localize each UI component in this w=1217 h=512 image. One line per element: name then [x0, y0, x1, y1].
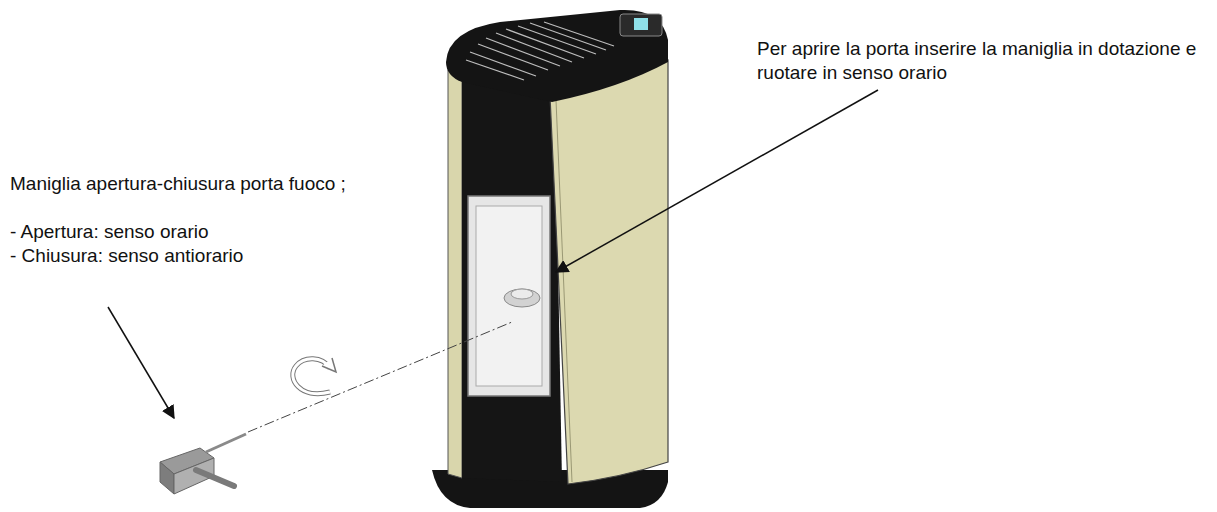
window-glass: [476, 206, 542, 386]
callout-text: Maniglia apertura-chiusura porta fuoco ;: [10, 172, 346, 196]
door-handle: [160, 434, 246, 494]
display: [634, 18, 648, 30]
fire-window: [468, 196, 550, 396]
callout-text: - Apertura: senso orario: [10, 220, 209, 244]
callout-text: - Chiusura: senso antiorario: [10, 244, 243, 268]
side-panel: [448, 70, 462, 478]
rotation-arrowhead: [322, 358, 336, 372]
callout-text: Per aprire la porta inserire la maniglia…: [757, 37, 1212, 85]
burn-pot: [511, 289, 533, 299]
top-lid: [446, 10, 668, 102]
side-panel: [550, 60, 668, 484]
front-band: [462, 80, 562, 482]
leader-line: [556, 90, 878, 272]
leader-line: [108, 307, 174, 418]
panel-edge: [556, 100, 572, 482]
rotation-arrow: [293, 359, 330, 394]
burn-pot: [504, 289, 540, 307]
top-grille: [466, 22, 614, 80]
control-panel: [620, 14, 662, 36]
axis-line: [248, 322, 512, 432]
